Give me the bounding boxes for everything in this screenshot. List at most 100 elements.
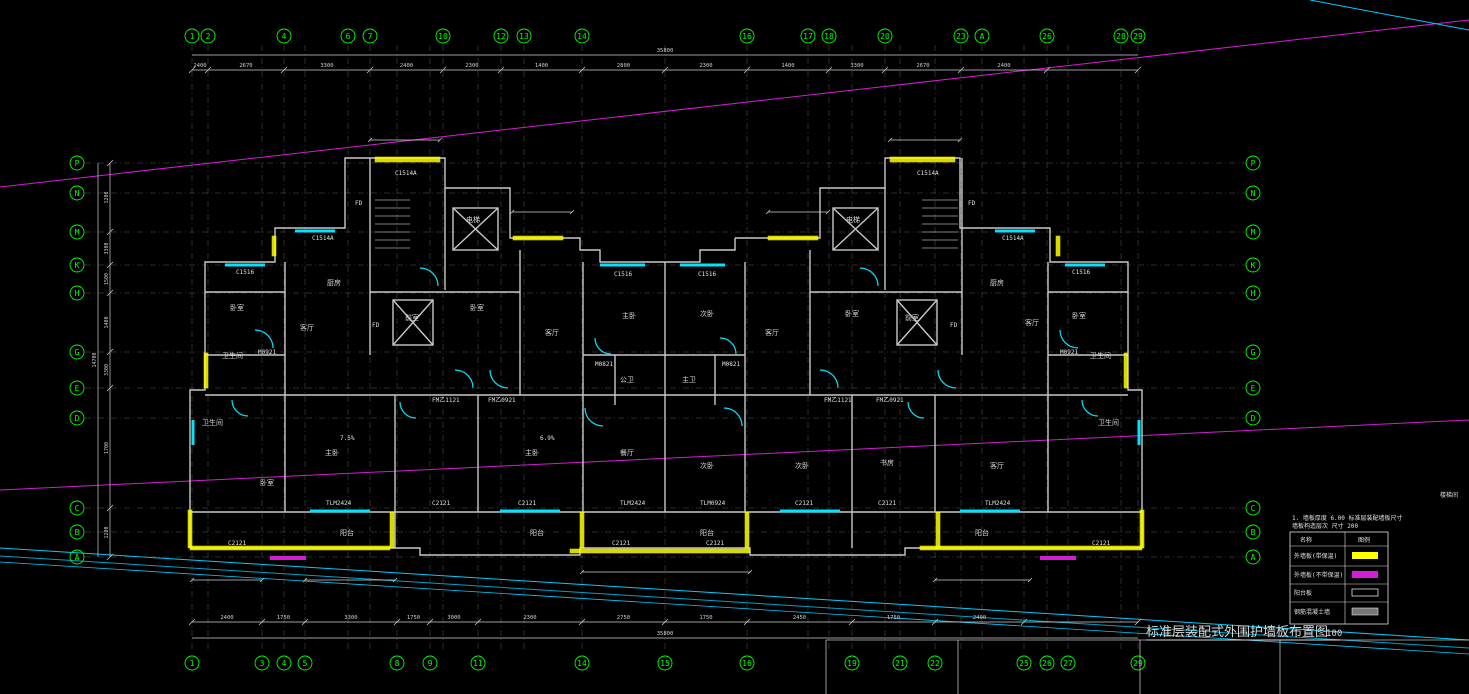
non-insulated-panels [270, 556, 1076, 560]
dimension-tick [578, 66, 586, 74]
axis-bubble-label: 26 [1042, 32, 1052, 41]
room-label: 阳台 [700, 528, 714, 537]
axis-bubble-right: N [1245, 185, 1261, 201]
axis-bubble-label: P [1251, 159, 1256, 168]
dimension-value: 3300 [850, 63, 863, 69]
axis-bubble-right: A [1245, 549, 1261, 565]
dimension-tick [1134, 618, 1142, 626]
axis-bubble-left: C [69, 500, 85, 516]
dimension-tick [106, 504, 114, 512]
axis-bubble-bottom: 14 [574, 655, 590, 671]
axis-bubble-top: 2 [200, 28, 216, 44]
dimension-total: 14700 [92, 352, 98, 367]
dimension-value: 1700 [104, 442, 110, 454]
window-code: TLM0924 [700, 500, 726, 507]
legend-table: 1. 墙板厚度 6.00 标准层装配墙板尺寸 墙板构造层次 尺寸 200 名称 … [1289, 491, 1458, 625]
element-codes: FD FD FD FD C1514A C1514A C1514A C1514A … [228, 170, 1110, 547]
dimension-tick [1020, 618, 1028, 626]
axis-bubble-top: 6 [340, 28, 356, 44]
windows [191, 229, 1141, 513]
axis-bubble-label: 25 [1019, 659, 1029, 668]
legend-swatch-outline [1351, 588, 1379, 597]
axis-bubble-label: 14 [577, 659, 587, 668]
dimension-tick [439, 66, 447, 74]
room-label: 餐厅 [620, 448, 634, 457]
axis-bubble-left: G [69, 344, 85, 360]
room-label: 阳台 [530, 528, 544, 537]
dimension-tick [106, 228, 114, 236]
dimension-value: 2670 [916, 63, 929, 69]
dimension-tick [393, 618, 401, 626]
axis-bubble-top: 17 [800, 28, 816, 44]
axis-bubble-label: 16 [742, 32, 752, 41]
dimension-value: 3300 [320, 63, 333, 69]
axis-bubble-label: 5 [303, 659, 308, 668]
fd-label: FD [950, 322, 958, 329]
axis-bubble-label: B [1251, 528, 1256, 537]
axis-bubble-label: 19 [847, 659, 857, 668]
axis-bubble-label: G [75, 348, 80, 357]
room-label: 客厅 [545, 328, 559, 337]
dimension-tick [301, 618, 309, 626]
dimension-tick [106, 159, 114, 167]
room-label: 客厅 [990, 461, 1004, 470]
room-label: 次卧 [700, 461, 714, 470]
axis-bubble-label: N [75, 189, 80, 198]
dimension-tick [1043, 66, 1051, 74]
axis-bubble-left: N [69, 185, 85, 201]
dimension-tick [931, 618, 939, 626]
room-label: 主卧 [525, 448, 539, 457]
window-code: TLM2424 [326, 500, 352, 507]
axis-bubble-top: 14 [574, 28, 590, 44]
axis-bubble-label: 8 [395, 659, 400, 668]
axis-bubble-label: H [1251, 289, 1256, 298]
axis-bubble-label: K [1251, 261, 1256, 270]
room-label: 前室 [405, 313, 419, 322]
axis-bubble-label: D [1251, 414, 1256, 423]
room-label: 卧室 [260, 478, 274, 487]
window-code: C1516 [1072, 269, 1090, 276]
drawing-title-text: 标准层装配式外围护墙板布置图 [1146, 625, 1328, 640]
exterior-wall-panels [187, 156, 1145, 554]
axis-bubble-label: 4 [282, 659, 287, 668]
dimension-tick [957, 137, 963, 143]
axis-bubble-label: N [1251, 189, 1256, 198]
ratio-note: 7.5% [340, 435, 355, 442]
dimension-tick [106, 384, 114, 392]
legend-row-label: 外墙板(不带保温) [1294, 571, 1343, 579]
legend-swatch-magenta [1352, 571, 1378, 578]
axis-bubble-label: K [75, 261, 80, 270]
room-label: 阳台 [975, 528, 989, 537]
dimension-tick [106, 348, 114, 356]
room-label: 次卧 [795, 461, 809, 470]
room-label: 卧室 [230, 303, 244, 312]
axis-bubble-label: M [1251, 228, 1256, 237]
dimension-tick [258, 618, 266, 626]
axis-bubble-label: A [980, 32, 985, 41]
drawing-title: 标准层装配式外围护墙板布置图 100 [1146, 625, 1342, 641]
dimension-value: 2300 [699, 63, 712, 69]
room-label: 卧室 [1072, 311, 1086, 320]
fd-label: FD [372, 322, 380, 329]
room-label: 厨房 [990, 278, 1004, 287]
room-label: 卫生间 [202, 418, 223, 427]
axis-bubble-top: 20 [877, 28, 893, 44]
dimension-tick [366, 66, 374, 74]
axis-bubble-label: 29 [1133, 659, 1143, 668]
door-code: FM乙1121 [824, 397, 852, 404]
room-label: 客厅 [300, 323, 314, 332]
axis-bubble-bottom: 15 [657, 655, 673, 671]
window-code: C1516 [698, 271, 716, 278]
axis-bubble-label: C [1251, 504, 1256, 513]
axis-bubble-label: G [1251, 348, 1256, 357]
axis-bubble-label: 18 [824, 32, 834, 41]
legend-note-2: 墙板构造层次 尺寸 200 [1292, 522, 1358, 530]
room-label: 主卧 [622, 311, 636, 320]
room-label: 电梯 [846, 215, 860, 224]
axis-bubble-label: D [75, 414, 80, 423]
door-code: FM乙0921 [876, 397, 904, 404]
dimension-tick [765, 209, 771, 215]
ratio-note: 6.9% [540, 435, 555, 442]
